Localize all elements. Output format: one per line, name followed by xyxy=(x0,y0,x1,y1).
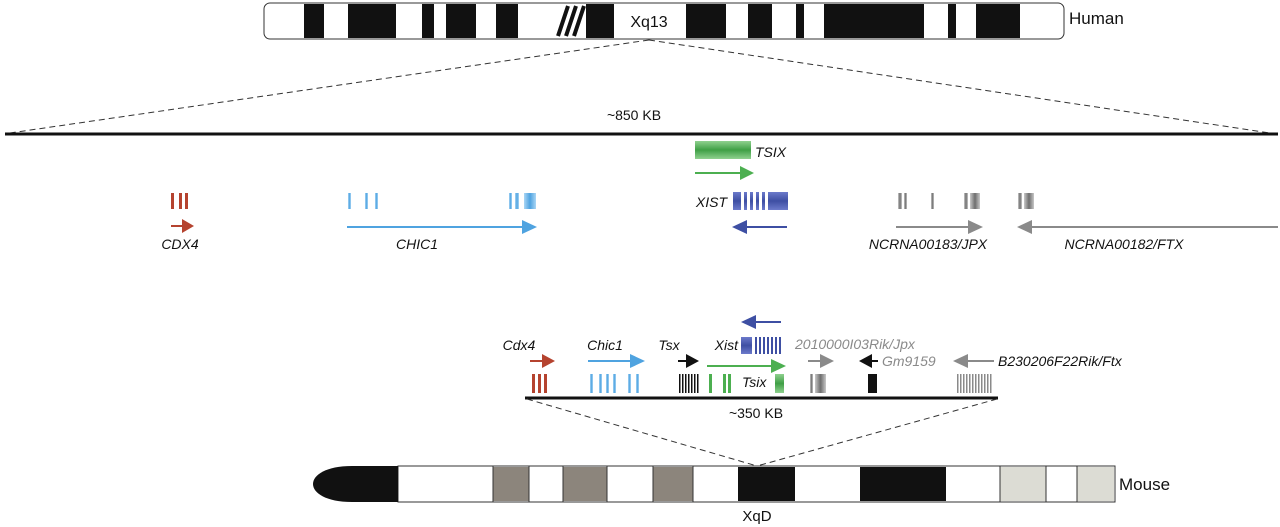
mouse-cdx4-arrowhead xyxy=(542,354,555,368)
human-zoom-lines xyxy=(9,39,1271,134)
mouse-chic1-label: Chic1 xyxy=(587,337,623,353)
mouse-ftx-label: B230206F22Rik/Ftx xyxy=(998,353,1123,369)
cdx4-arrowhead xyxy=(182,219,194,233)
mouse-gene-jpx: 2010000I03Rik/Jpx xyxy=(794,336,916,393)
human-centromere-hatch xyxy=(556,5,586,37)
human-chromosome: Xq13 xyxy=(263,2,1065,40)
mouse-chromosome xyxy=(313,465,1116,503)
mouse-jpx-label: 2010000I03Rik/Jpx xyxy=(794,336,916,352)
human-gene-jpx: NCRNA00183/JPX xyxy=(869,193,988,252)
mouse-jpx-arrowhead xyxy=(820,354,834,368)
human-gene-xist: XIST xyxy=(695,192,788,234)
mouse-gene-tsix: Tsix xyxy=(707,359,786,393)
human-gene-ftx: NCRNA00182/FTX xyxy=(1017,193,1278,252)
jpx-arrowhead xyxy=(968,220,983,234)
jpx-label: NCRNA00183/JPX xyxy=(869,236,988,252)
human-gene-chic1: CHIC1 xyxy=(347,193,537,252)
mouse-tsx-arrowhead xyxy=(686,354,699,368)
mouse-xist-arrowhead xyxy=(741,315,756,329)
tsix-label: TSIX xyxy=(755,144,787,160)
human-region-size: ~850 KB xyxy=(607,107,661,123)
mouse-xist-label: Xist xyxy=(714,337,739,353)
mouse-tsix-arrowhead xyxy=(771,359,786,373)
human-gene-cdx4: CDX4 xyxy=(161,193,199,252)
mouse-gm9159-arrowhead xyxy=(859,354,872,368)
mouse-species-label: Mouse xyxy=(1119,475,1170,494)
mouse-chic1-arrowhead xyxy=(630,354,645,368)
mouse-region-size: ~350 KB xyxy=(729,405,783,421)
mouse-gene-chic1: Chic1 xyxy=(587,337,645,393)
mouse-gene-gm9159: Gm9159 xyxy=(859,353,936,393)
mouse-chromosome-bands xyxy=(493,467,1114,501)
ftx-label: NCRNA00182/FTX xyxy=(1064,236,1184,252)
mouse-gene-tsx: Tsx xyxy=(658,337,699,393)
chic1-arrowhead xyxy=(522,220,537,234)
mouse-band-label: XqD xyxy=(742,508,771,525)
human-band-label-box xyxy=(618,8,680,34)
human-species-label: Human xyxy=(1069,9,1124,28)
human-gene-tsix: TSIX xyxy=(695,141,787,180)
tsix-exon-block xyxy=(695,141,751,159)
xist-arrowhead xyxy=(732,220,747,234)
chic1-label: CHIC1 xyxy=(396,236,438,252)
mouse-centromere-cap xyxy=(313,466,398,502)
tsix-arrowhead xyxy=(740,166,754,180)
mouse-tsx-label: Tsx xyxy=(658,337,680,353)
ftx-arrowhead xyxy=(1017,220,1032,234)
human-chromosome-bands xyxy=(304,4,1020,38)
mouse-gene-cdx4: Cdx4 xyxy=(503,337,555,393)
mouse-gene-ftx: B230206F22Rik/Ftx xyxy=(953,353,1123,393)
mouse-tsix-label: Tsix xyxy=(742,374,767,390)
mouse-gm9159-label: Gm9159 xyxy=(882,353,936,369)
mouse-cdx4-label: Cdx4 xyxy=(503,337,536,353)
cdx4-label: CDX4 xyxy=(161,236,199,252)
mouse-gene-xist: Xist xyxy=(714,315,781,354)
human-band-label: Xq13 xyxy=(630,14,667,31)
xist-label: XIST xyxy=(695,194,729,210)
mouse-ftx-arrowhead xyxy=(953,354,968,368)
mouse-zoom-lines xyxy=(526,398,998,467)
